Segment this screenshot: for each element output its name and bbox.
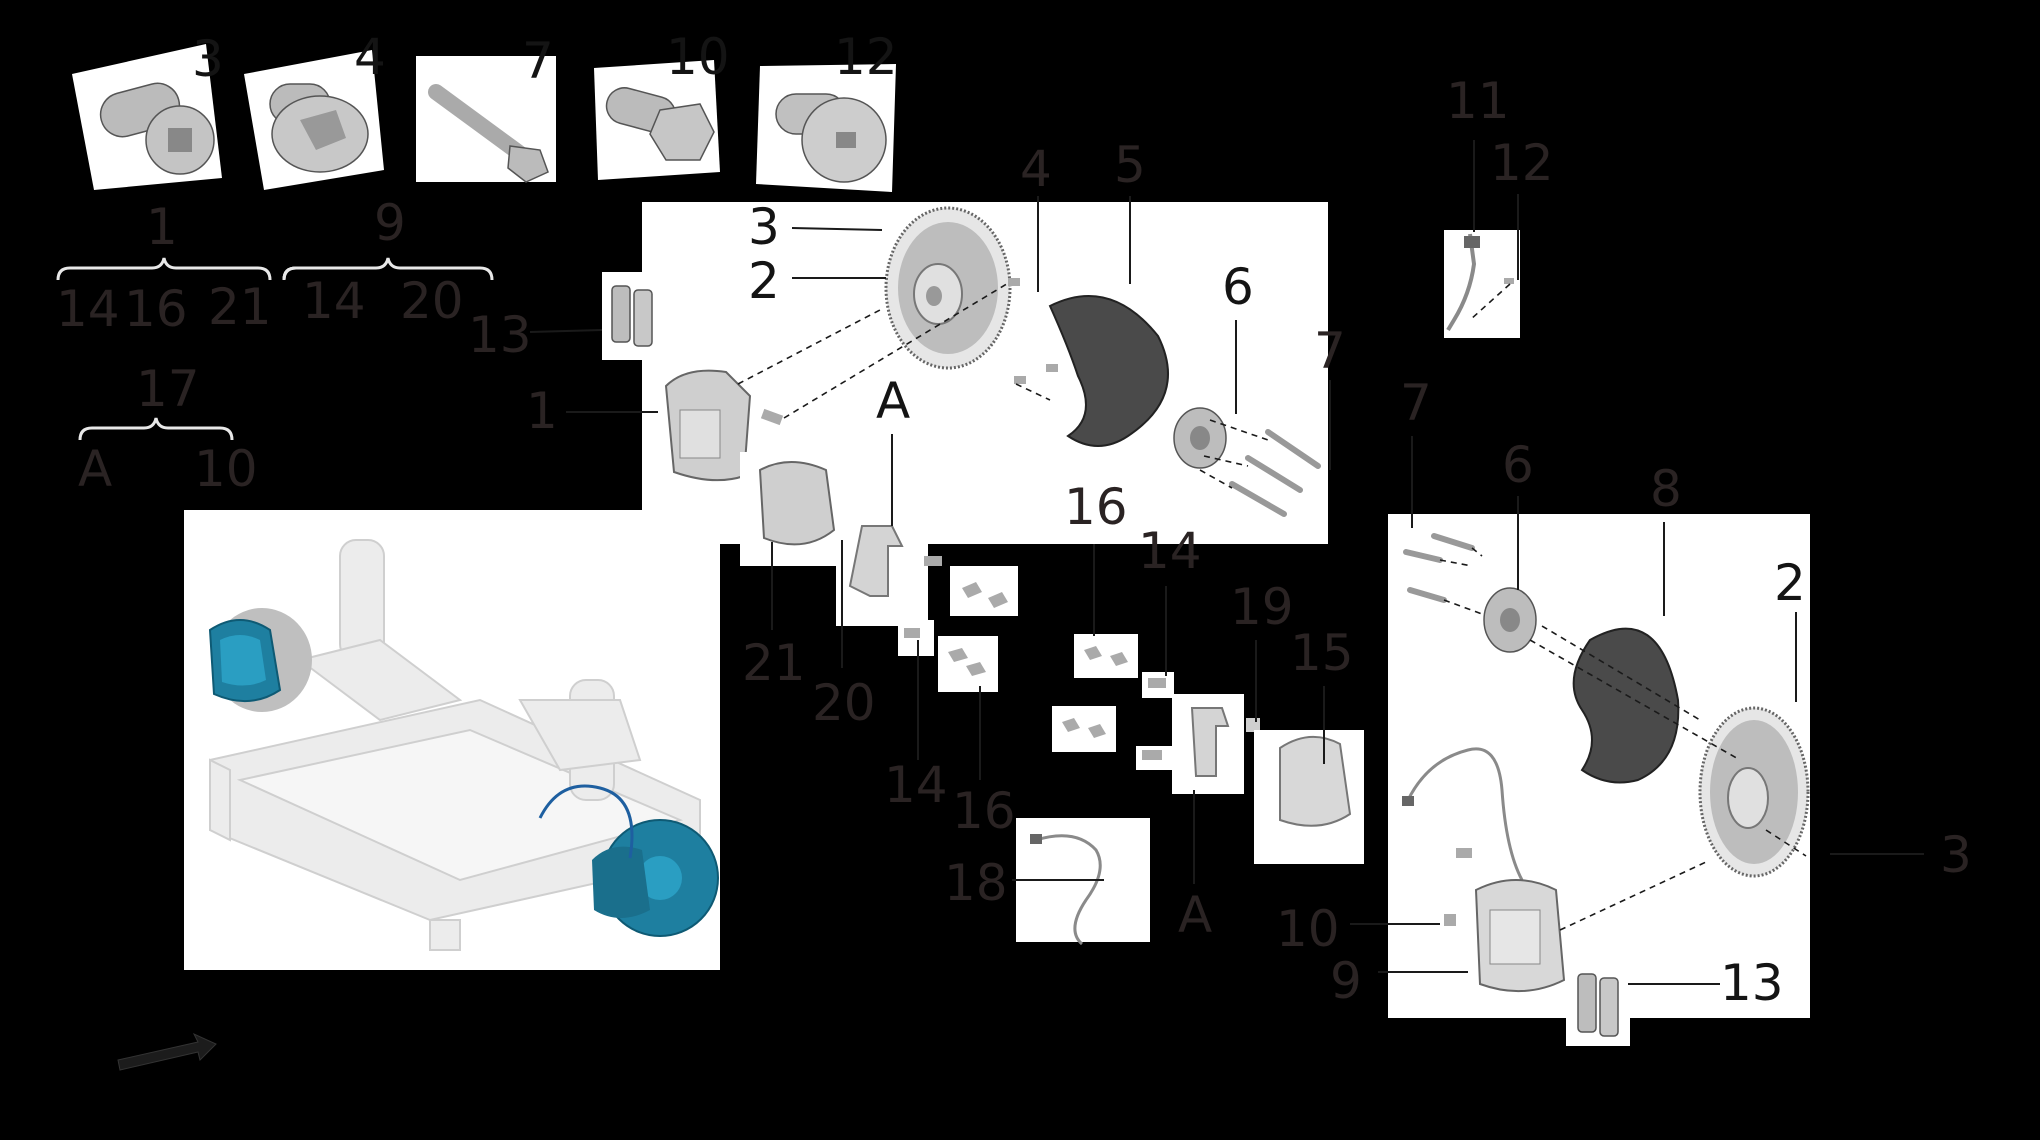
group-17-item-A: A — [78, 440, 112, 498]
front-hub-callout: 6 — [1222, 258, 1254, 316]
rear-hub-bolts-callout: 7 — [1400, 374, 1432, 432]
front-pads-thumb — [602, 272, 658, 360]
rear-shield-callout: 8 — [1650, 460, 1682, 518]
rear-bolt-callout: 3 — [1940, 826, 1972, 884]
front-spring-clips-callout: 16 — [952, 782, 1016, 840]
rear-screw-callout: 10 — [1276, 900, 1340, 958]
rear-caliper — [1474, 879, 1566, 993]
group-17-item-10: 10 — [194, 440, 258, 498]
middle-caliper-callout: 15 — [1290, 624, 1354, 682]
front-callouts: 13 1 3 2 4 5 6 7 A 21 20 14 16 — [468, 136, 1346, 840]
front-bleed-callout: 20 — [812, 674, 876, 732]
thumb-bolt-10 — [594, 60, 720, 180]
group-17-label: 17 — [136, 360, 200, 418]
rear-sensor — [1402, 747, 1524, 881]
rear-callouts: 7 6 8 2 3 10 9 13 — [1276, 374, 1972, 1012]
fastener-label-12: 12 — [834, 28, 898, 86]
rear-pads-callout: 13 — [1720, 954, 1784, 1012]
front-shield-callout: 5 — [1114, 136, 1146, 194]
group-1-label: 1 — [146, 198, 178, 256]
direction-arrow-icon — [117, 1032, 217, 1071]
group-9-item-14: 14 — [302, 272, 366, 330]
rear-hub — [1483, 587, 1537, 653]
front-disc — [884, 206, 1012, 370]
rear-shield — [1572, 627, 1680, 784]
middle-cap-callout: 19 — [1230, 578, 1294, 636]
group-1-item-16: 16 — [124, 280, 188, 338]
front-caliper-assy — [740, 452, 1018, 692]
group-9-item-20: 20 — [400, 272, 464, 330]
rear-hub-callout: 6 — [1502, 436, 1534, 494]
thumb-bolt-4 — [244, 50, 384, 190]
rear-pads-thumb — [1566, 962, 1630, 1046]
thumb-bolt-12 — [756, 64, 896, 192]
rear-caliper-callout: 9 — [1330, 952, 1362, 1010]
legend-group-9: 9 14 20 — [282, 194, 494, 330]
middle-carrier-callout: A — [1178, 886, 1212, 944]
front-hub-bolts-callout: 7 — [1314, 322, 1346, 380]
front-shield — [1048, 295, 1169, 447]
fastener-label-10: 10 — [666, 28, 730, 86]
front-carrier-callout: A — [876, 372, 910, 430]
sensor-callout: 11 — [1446, 72, 1510, 130]
front-pads-callout: 13 — [468, 306, 532, 364]
middle-parts — [1016, 634, 1364, 946]
middle-guide-bolt-callout: 14 — [1138, 522, 1202, 580]
fastener-thumbnails — [72, 44, 896, 192]
legend-group-17: 17 A 10 — [78, 360, 258, 498]
front-caliper — [664, 369, 752, 482]
group-9-label: 9 — [374, 194, 406, 252]
rear-assembly — [1388, 514, 1810, 1018]
rear-disc — [1698, 706, 1810, 878]
front-bolt-callout: 3 — [748, 198, 780, 256]
front-hub — [1173, 407, 1227, 469]
middle-sensor-callout: 18 — [944, 854, 1008, 912]
front-shield-bolt-callout: 4 — [1020, 140, 1052, 198]
fastener-label-3: 3 — [192, 30, 224, 88]
front-caliper-assy-callout: 21 — [742, 634, 806, 692]
vehicle-overview — [184, 510, 720, 970]
front-assembly — [602, 202, 1328, 544]
fastener-label-7: 7 — [522, 32, 554, 90]
middle-clips-callout: 16 — [1064, 478, 1128, 536]
fastener-label-4: 4 — [354, 28, 386, 86]
front-brake-highlight — [208, 608, 312, 712]
front-hub-bolts — [1229, 429, 1321, 517]
thumb-bolt-7 — [416, 56, 556, 183]
front-disc-callout: 2 — [748, 252, 780, 310]
sensor-callouts: 11 12 — [1446, 72, 1554, 280]
rear-hub-bolts — [1403, 533, 1475, 603]
front-caliper-callout: 1 — [526, 382, 558, 440]
front-guide-bolt-callout: 14 — [884, 756, 948, 814]
middle-callouts: 16 14 19 15 18 A — [944, 478, 1354, 944]
fastener-labels: 3 4 7 10 12 — [192, 28, 898, 90]
rear-disc-callout: 2 — [1774, 554, 1806, 612]
group-1-item-21: 21 — [208, 278, 272, 336]
thumb-bolt-3 — [72, 44, 222, 190]
legend-group-1: 1 14 16 21 — [56, 198, 272, 338]
group-1-item-14: 14 — [56, 280, 120, 338]
sensor-thumb — [1444, 230, 1520, 338]
sensor-screw-callout: 12 — [1490, 134, 1554, 192]
